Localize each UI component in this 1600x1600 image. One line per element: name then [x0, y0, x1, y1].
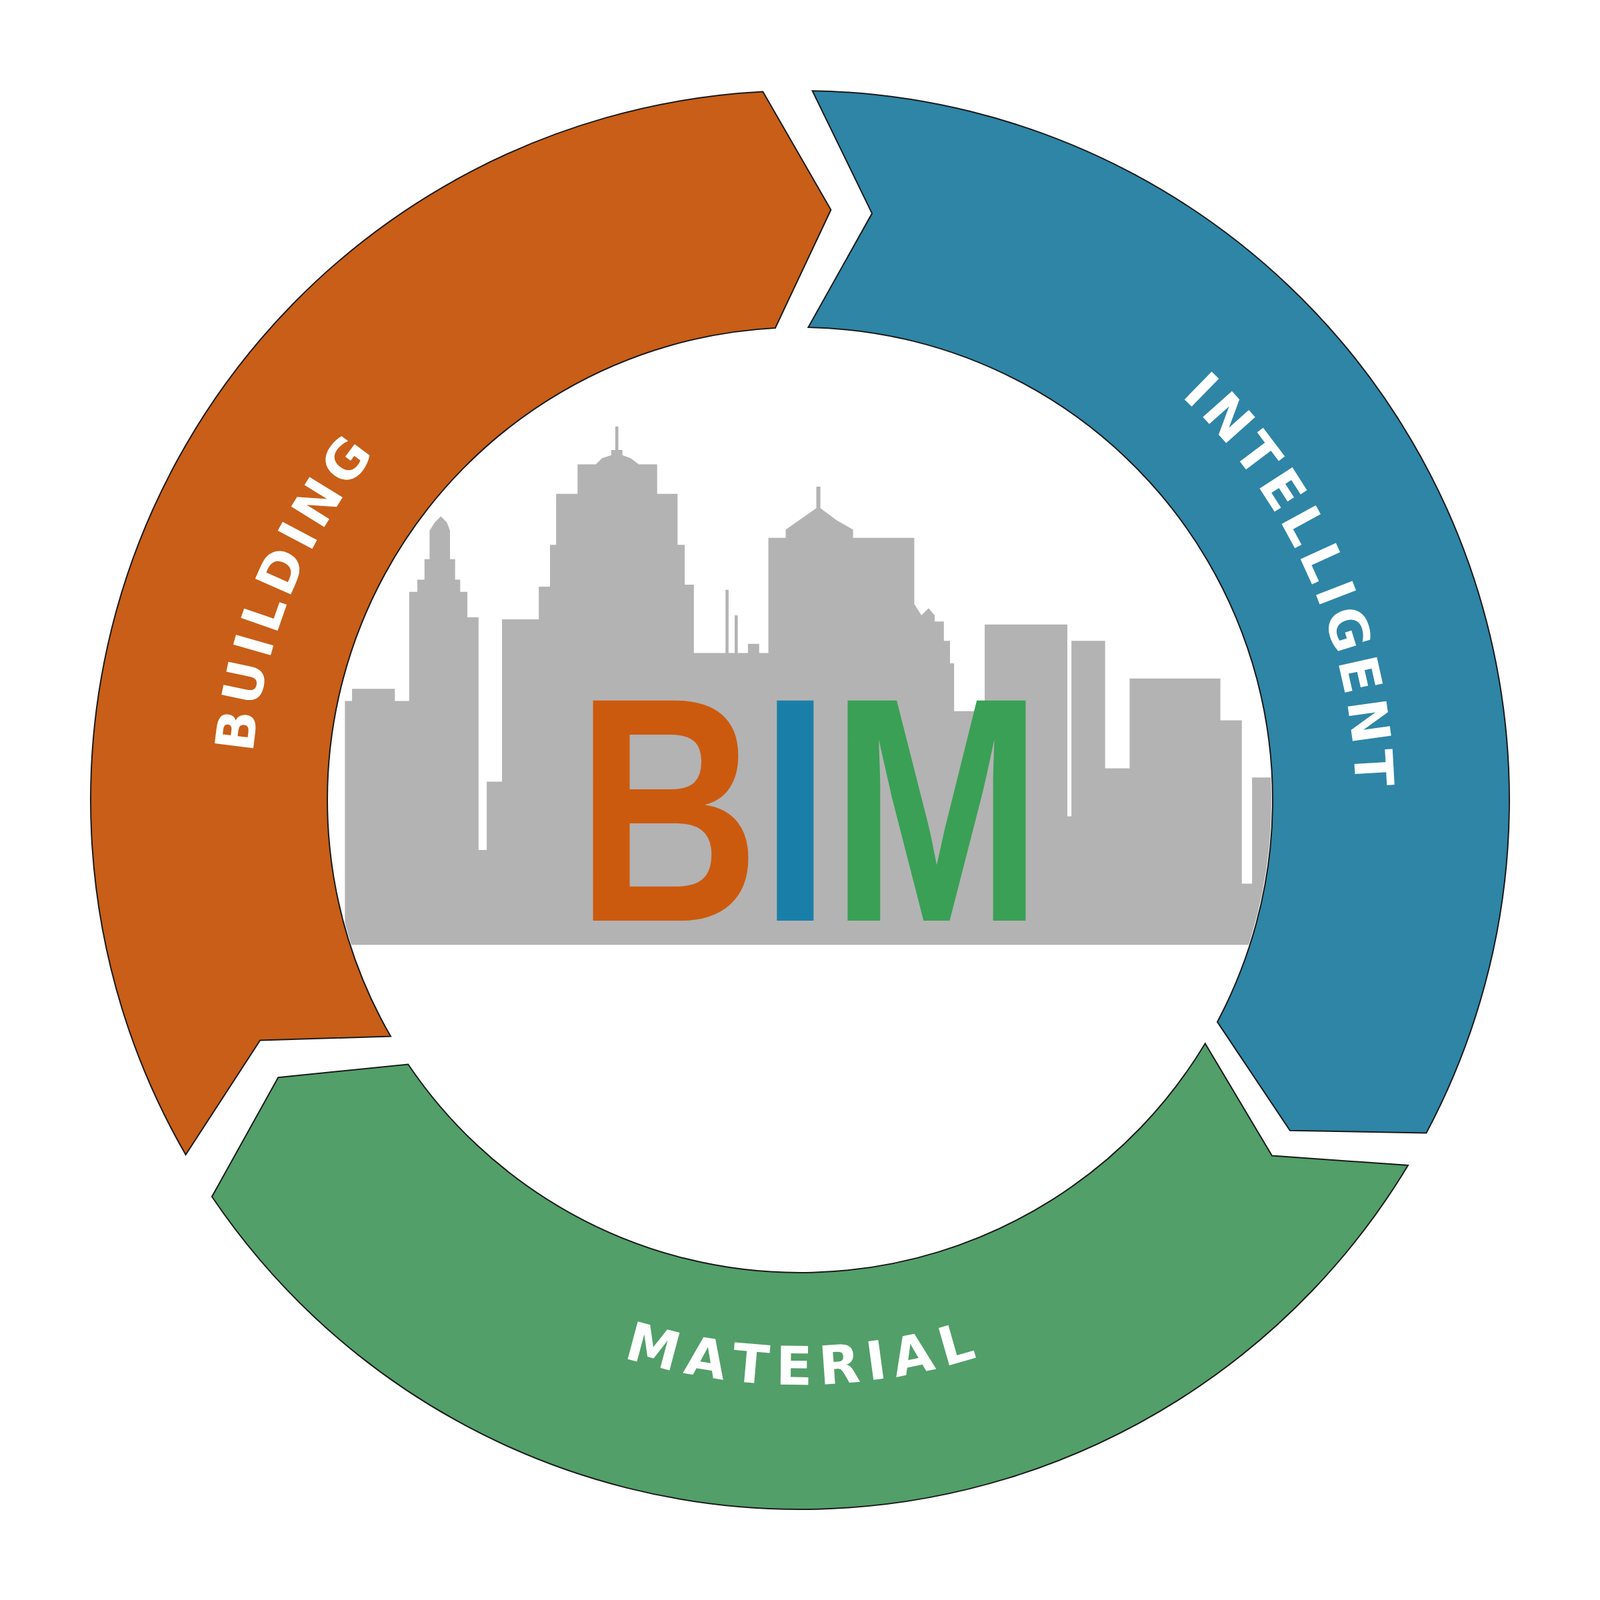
band-letter: E [1250, 460, 1315, 520]
band-letter: T [1225, 424, 1290, 486]
band-letter: L [932, 1314, 980, 1376]
band-letter: T [730, 1336, 772, 1393]
band-letter: G [1315, 600, 1380, 658]
band-letter: N [1192, 384, 1262, 453]
band-shape [212, 1043, 1408, 1510]
band-letter: I [226, 628, 284, 662]
band-letter: I [862, 1334, 890, 1390]
band-letter: T [1344, 748, 1400, 788]
band-letter: R [816, 1337, 862, 1394]
logo-text: BIM [576, 650, 1043, 970]
band-letter: B [208, 707, 267, 754]
band-letter: N [283, 469, 352, 536]
band-shape [808, 90, 1510, 1133]
band-letter: U [215, 656, 277, 710]
band-letter: A [887, 1325, 939, 1386]
band-letter: A [681, 1329, 731, 1389]
band-letter: L [1290, 536, 1354, 590]
band-letter: I [1175, 364, 1227, 416]
band-letter: L [1272, 498, 1336, 554]
band-letter: M [620, 1314, 686, 1380]
band-letter: N [1338, 695, 1398, 747]
band-letter: E [1329, 651, 1390, 699]
band-letter: D [248, 540, 315, 602]
band-letter: E [775, 1340, 813, 1394]
logo-letter: B [576, 630, 760, 989]
logo-letter: M [830, 630, 1043, 989]
band-letter: I [270, 514, 327, 558]
band-shape [90, 91, 831, 1155]
band-letter: I [1306, 574, 1363, 613]
band-letter: G [312, 426, 381, 494]
logo-letter: I [760, 630, 831, 989]
band-letter: L [234, 588, 296, 638]
